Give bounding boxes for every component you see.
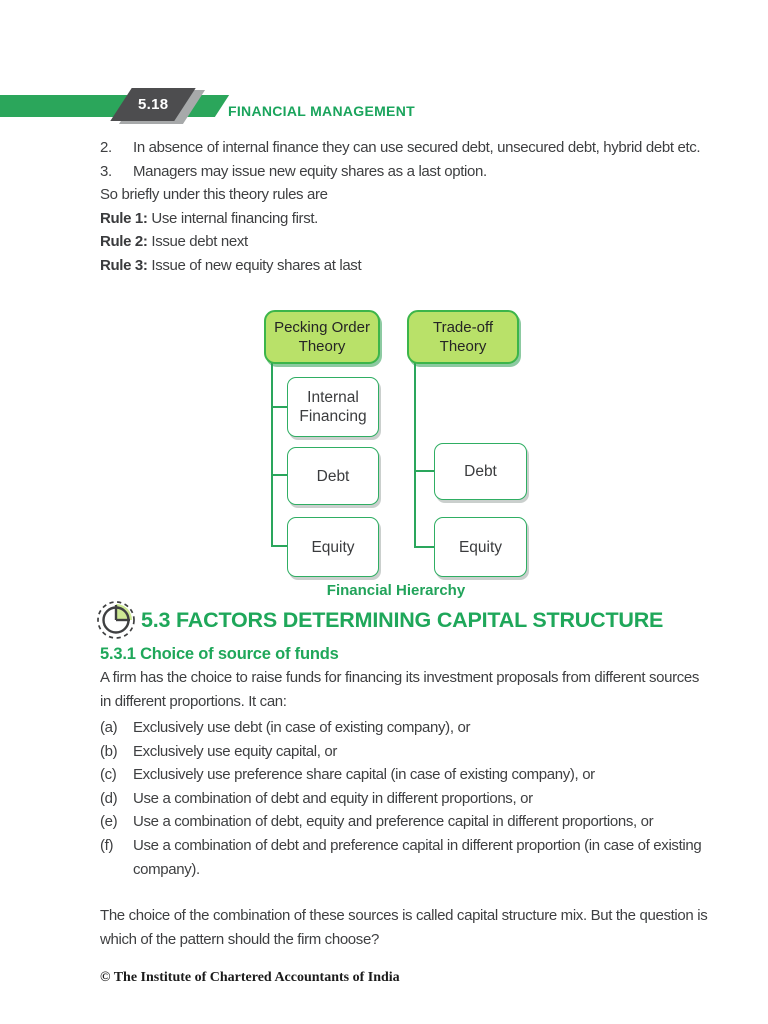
connector-line: [273, 406, 287, 408]
paragraph-text: The choice of the combination of these s…: [100, 907, 708, 948]
list-marker: (f): [100, 836, 114, 854]
list-marker: 2.: [100, 139, 112, 156]
connector-line: [414, 362, 416, 548]
diagram-box-equity-right: Equity: [434, 517, 527, 577]
diagram-box-trade-off-theory: Trade-off Theory: [407, 310, 519, 364]
subsection-heading: 5.3.1 Choice of source of funds: [100, 645, 339, 663]
page-number: 5.18: [137, 96, 169, 113]
paragraph-text: A firm has the choice to raise funds for…: [100, 669, 700, 710]
list-item: (e) Use a combination of debt, equity an…: [100, 810, 710, 834]
rule-label: Rule 3:: [100, 256, 148, 274]
list-item-text: In absence of internal finance they can …: [133, 139, 701, 156]
list-item: (c) Exclusively use preference share cap…: [100, 763, 710, 787]
list-marker: 3.: [100, 162, 112, 180]
rule-line: Rule 2: Issue debt next: [100, 230, 710, 254]
chapter-title: FINANCIAL MANAGEMENT: [228, 103, 415, 119]
diagram-caption: Financial Hierarchy: [326, 582, 466, 599]
diagram-box-debt-left: Debt: [287, 447, 379, 505]
list-marker: (e): [100, 813, 118, 831]
list-item-text: Managers may issue new equity shares as …: [133, 162, 487, 180]
list-item: (d) Use a combination of debt and equity…: [100, 787, 710, 811]
rule-text: Use internal financing first.: [151, 209, 318, 227]
list-item-text: Exclusively use equity capital, or: [133, 742, 338, 760]
list-marker: (d): [100, 789, 118, 807]
list-item-text: Use a combination of debt, equity and pr…: [133, 813, 654, 831]
rule-line: Rule 1: Use internal financing first.: [100, 207, 710, 231]
section-heading: 5.3 FACTORS DETERMINING CAPITAL STRUCTUR…: [141, 607, 664, 632]
connector-line: [271, 362, 273, 547]
list-item-text: Exclusively use debt (in case of existin…: [133, 719, 471, 736]
list-item: (a) Exclusively use debt (in case of exi…: [100, 716, 710, 740]
options-list: (a) Exclusively use debt (in case of exi…: [100, 716, 710, 881]
list-item: 3. Managers may issue new equity shares …: [100, 160, 710, 184]
top-text-block: 2. In absence of internal finance they c…: [100, 136, 710, 278]
list-item-text: Use a combination of debt and preference…: [133, 836, 702, 878]
list-marker: (b): [100, 742, 118, 760]
list-item: (f) Use a combination of debt and prefer…: [100, 834, 710, 881]
connector-line: [416, 546, 434, 548]
list-marker: (c): [100, 766, 117, 784]
rule-label: Rule 2:: [100, 233, 148, 251]
rule-text: Issue of new equity shares at last: [151, 256, 362, 274]
list-item-text: Exclusively use preference share capital…: [133, 766, 595, 784]
rule-text: Issue debt next: [151, 233, 248, 251]
diagram-box-internal-financing: Internal Financing: [287, 377, 379, 437]
list-item: 2. In absence of internal finance they c…: [100, 136, 710, 160]
rule-label: Rule 1:: [100, 209, 148, 227]
diagram-box-equity-left: Equity: [287, 517, 379, 577]
section-heading-row: 5.3 FACTORS DETERMINING CAPITAL STRUCTUR…: [96, 600, 663, 640]
financial-hierarchy-diagram: Pecking Order Theory Trade-off Theory In…: [0, 300, 768, 605]
copyright-line: © The Institute of Chartered Accountants…: [100, 970, 400, 985]
connector-line: [273, 474, 287, 476]
list-item: (b) Exclusively use equity capital, or: [100, 740, 710, 764]
rule-line: Rule 3: Issue of new equity shares at la…: [100, 254, 710, 278]
clock-pie-icon: [97, 601, 135, 639]
list-marker: (a): [100, 719, 118, 736]
connector-line: [416, 470, 434, 472]
intro-line: So briefly under this theory rules are: [100, 186, 328, 204]
diagram-box-debt-right: Debt: [434, 443, 527, 500]
connector-line: [273, 545, 287, 547]
section-intro-paragraph: A firm has the choice to raise funds for…: [100, 666, 710, 713]
closing-paragraph: The choice of the combination of these s…: [100, 904, 710, 951]
list-item-text: Use a combination of debt and equity in …: [133, 789, 533, 807]
diagram-box-pecking-order-theory: Pecking Order Theory: [264, 310, 380, 364]
